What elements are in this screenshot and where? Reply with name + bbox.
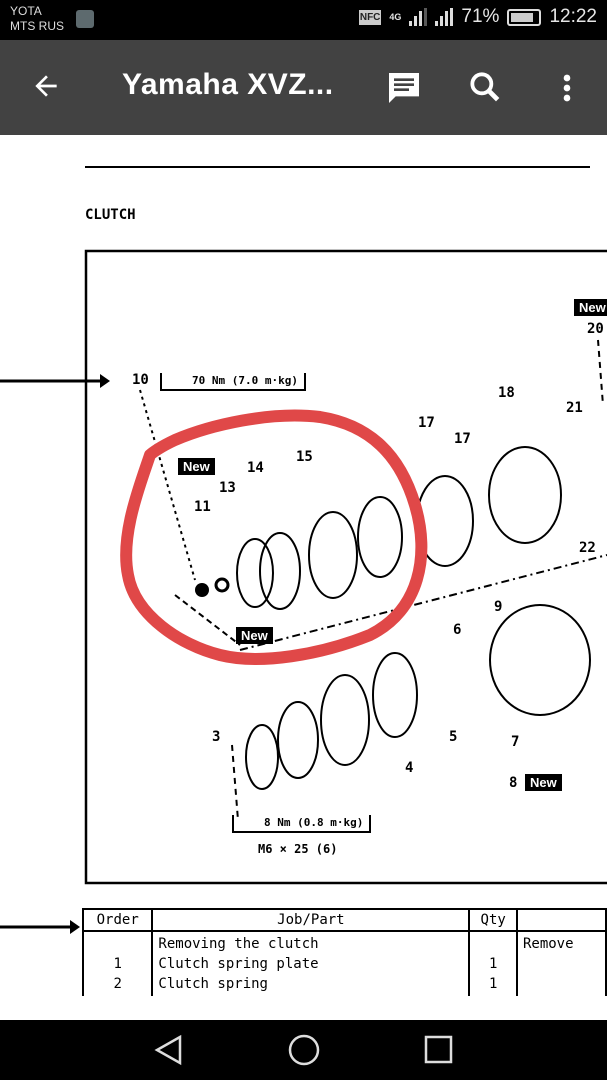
part-number: 6 [453,622,462,638]
back-arrow-icon[interactable] [30,70,62,109]
part-number: 11 [194,499,211,515]
order: 1 [113,956,122,972]
carrier-1: YOTA [10,4,42,18]
bolt-spec: M6 × 25 (6) [258,842,338,856]
more-vert-icon[interactable] [547,68,587,108]
new-badge: New [525,774,562,791]
part: Clutch spring [158,976,268,992]
clock: 12:22 [549,6,597,27]
part-number: 17 [418,415,435,431]
carrier-info: YOTA MTS RUS [10,4,64,34]
battery-icon [507,8,542,26]
search-icon[interactable] [466,68,506,108]
header-order: Order [81,908,154,932]
network-type: 4G [389,12,402,22]
part: Clutch spring plate [158,956,319,972]
comment-icon[interactable] [384,68,424,108]
qty: 1 [488,956,498,972]
red-annotation-circle [120,409,428,665]
document-page[interactable]: CLUTCH 10 70 Nm (7.0 m·kg) New 11 13 14 … [0,135,607,1020]
remark: Remove [522,936,574,952]
document-title: Yamaha XVZ... [122,68,334,101]
order: 2 [113,976,122,992]
nav-recents-icon[interactable] [424,1035,453,1064]
part-number: 3 [212,729,221,745]
part-number: 17 [454,431,471,447]
nfc-icon: NFC [358,9,382,25]
header-remarks [515,908,607,932]
image-notification-icon [76,10,94,28]
new-badge: New [178,458,215,475]
part: Removing the clutch [158,936,319,952]
part-number: 5 [449,729,458,745]
status-bar: YOTA MTS RUS NFC 4G 71% 12:22 [0,0,607,40]
new-badge: New [236,627,273,644]
part-number: 15 [296,449,313,465]
part-number: 7 [511,734,520,750]
carrier-2: MTS RUS [10,19,64,33]
clutch-diagram [0,166,607,934]
torque-spec-bottom: 8 Nm (0.8 m·kg) [232,815,372,833]
qty: 1 [488,976,498,992]
part-number: 21 [566,400,583,416]
part-number: 8 [509,775,518,791]
part-number: 9 [494,599,503,615]
part-number: 4 [405,760,414,776]
part-number: 20 [587,321,604,337]
part-number: 14 [247,460,264,476]
header-job-part: Job/Part [151,908,471,932]
header-qty: Qty [468,908,518,932]
nav-home-icon[interactable] [288,1034,320,1066]
signal-icon [409,8,428,26]
part-number: 18 [498,385,515,401]
part-number: 22 [579,540,596,556]
part-number: 13 [219,480,236,496]
battery-percent: 71% [461,6,500,27]
navigation-bar [0,1020,607,1080]
new-badge: New [574,299,607,316]
part-number: 10 [132,372,149,388]
app-bar: Yamaha XVZ... [0,40,607,135]
section-title: CLUTCH [85,207,136,223]
torque-spec-top: 70 Nm (7.0 m·kg) [160,373,306,391]
nav-back-icon[interactable] [154,1034,182,1066]
parts-table: Order Job/Part Qty 1 2 Removing the clutc… [81,908,607,996]
signal-icon-2 [435,8,454,26]
